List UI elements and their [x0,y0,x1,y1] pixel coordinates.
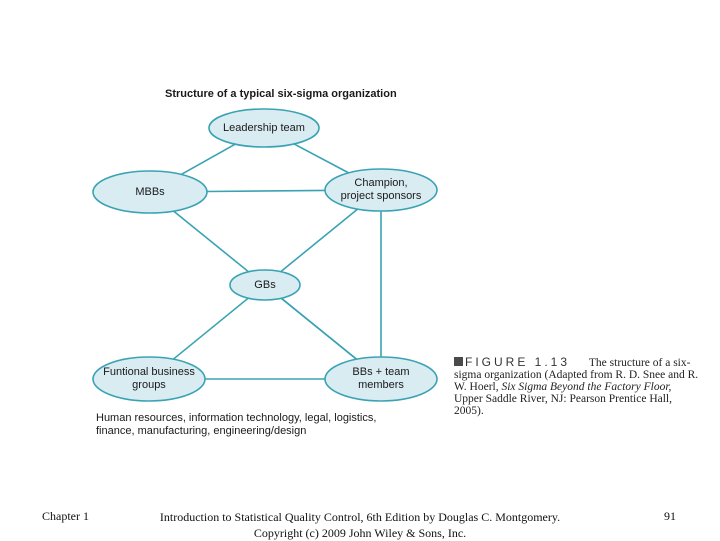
node-label-leadership: Leadership team [223,121,305,134]
figure-source-publisher: Upper Saddle River, NJ: Pearson Prentice… [454,393,672,417]
node-label-champion: Champion, project sponsors [340,177,422,202]
node-champion [324,168,438,212]
node-label-functional: Funtional business groups [103,366,195,391]
figure-marker-square [454,357,463,366]
figure-caption: FIGURE 1.13 The structure of a six-sigma… [454,356,699,417]
node-label-mbbs: MBBs [135,185,165,198]
figure-source: (Adapted from R. D. Snee and R. W. Hoerl… [454,369,699,393]
node-bbs [324,356,438,402]
edge-gbs-bbs [280,297,358,360]
node-mbbs [92,170,208,214]
footer-citation: Introduction to Statistical Quality Cont… [150,509,570,541]
diagram-title: Structure of a typical six-sigma organiz… [165,88,397,100]
footer-chapter: Chapter 1 [42,509,89,523]
edge-leadership-champion [293,143,350,174]
node-label-bbs: BBs + team members [352,366,410,391]
node-leadership [208,108,320,148]
edge-leadership-mbbs [180,143,236,176]
footer-citation-line2: Copyright (c) 2009 John Wiley & Sons, In… [253,526,467,540]
node-functional [92,356,206,402]
figure-label: FIGURE 1.13 [465,355,571,369]
edge-mbbs-champion [206,189,326,193]
figure-source-book-title: Six Sigma Beyond the Factory Floor, [501,381,672,393]
figure-title: The structure of a six-sigma organizatio… [454,357,691,381]
footer-page-number: 91 [664,509,676,523]
footer-citation-line1: Introduction to Statistical Quality Cont… [159,510,561,524]
functional-groups-footnote: Human resources, information technology,… [96,412,377,437]
diagram-nodes [92,108,438,402]
node-gbs [229,269,301,301]
node-label-gbs: GBs [254,278,276,291]
